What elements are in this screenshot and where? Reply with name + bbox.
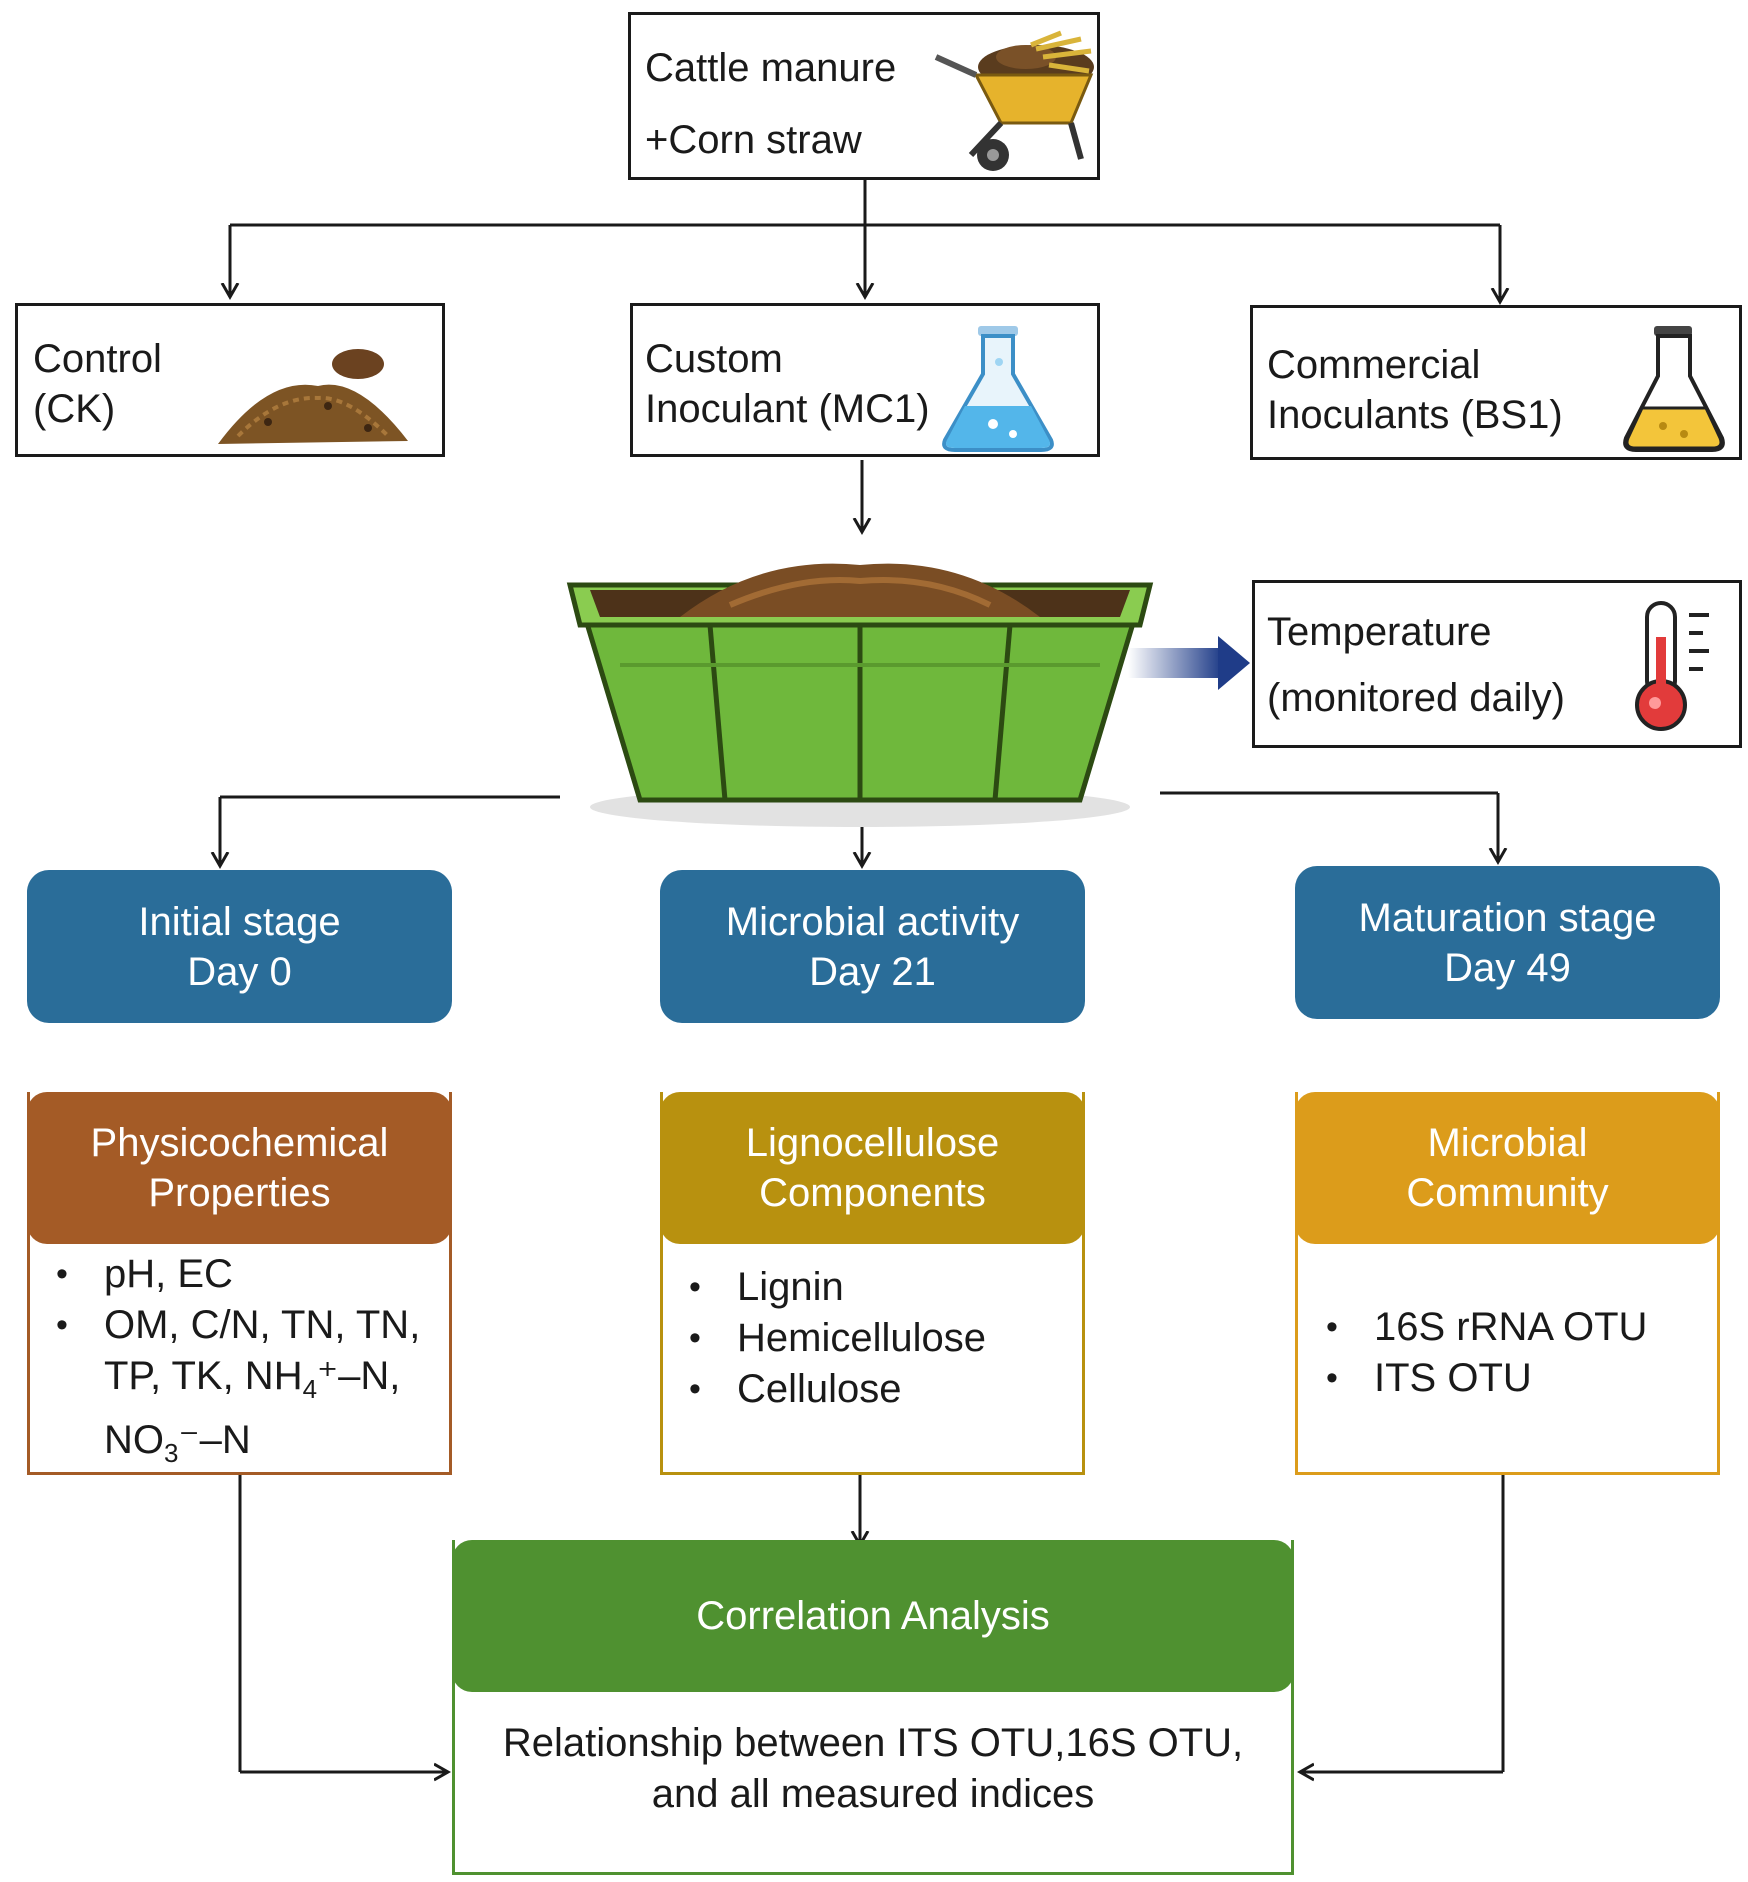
stage-microbial-activity: Microbial activity Day 21 bbox=[660, 870, 1085, 1023]
microbial-community-panel: Microbial Community 16S rRNA OTU ITS OTU bbox=[1295, 1092, 1720, 1475]
physicochemical-title-line1: Physicochemical bbox=[90, 1121, 389, 1165]
source-label-line2: +Corn straw bbox=[645, 118, 862, 162]
compost-bin-icon bbox=[566, 563, 1154, 827]
list-item: NO3⁻–N bbox=[104, 1418, 251, 1468]
temperature-label-line2: (monitored daily) bbox=[1267, 676, 1565, 720]
microbial-community-title-line1: Microbial bbox=[1427, 1121, 1588, 1165]
stage-microbial-activity-title: Microbial activity bbox=[725, 899, 1020, 944]
custom-inoculant-box: Custom Inoculant (MC1) bbox=[630, 303, 1100, 457]
list-item: ITS OTU bbox=[1312, 1353, 1712, 1404]
source-box: Cattle manure +Corn straw bbox=[628, 12, 1100, 180]
blue-flask-icon bbox=[942, 326, 1054, 452]
list-item: pH, EC bbox=[42, 1249, 442, 1300]
temperature-box: Temperature (monitored daily) bbox=[1252, 580, 1742, 748]
stage-maturation: Maturation stage Day 49 bbox=[1295, 866, 1720, 1019]
stage-initial-title: Initial stage bbox=[138, 899, 341, 944]
list-item: OM, C/N, TN, TN, bbox=[42, 1300, 442, 1351]
correlation-analysis-header: Correlation Analysis bbox=[452, 1540, 1294, 1692]
physicochemical-list: pH, EC OM, C/N, TN, TN, TP, TK, NH4⁺–N, … bbox=[42, 1249, 442, 1479]
correlation-analysis-title: Correlation Analysis bbox=[696, 1594, 1050, 1638]
commercial-inoculants-box: Commercial Inoculants (BS1) bbox=[1250, 305, 1742, 460]
custom-inoculant-label-line2: Inoculant (MC1) bbox=[645, 387, 930, 431]
yellow-flask-icon bbox=[1623, 326, 1725, 452]
stage-maturation-day: Day 49 bbox=[1444, 945, 1571, 990]
list-item: TP, TK, NH4⁺–N, bbox=[104, 1354, 401, 1404]
list-item: Hemicellulose bbox=[675, 1313, 1075, 1364]
stage-initial-day: Day 0 bbox=[187, 949, 292, 994]
microbial-community-header: Microbial Community bbox=[1295, 1092, 1720, 1244]
bin-to-temperature-arrow bbox=[1128, 636, 1250, 690]
correlation-analysis-line2: and all measured indices bbox=[651, 1772, 1095, 1816]
soil-pile-icon bbox=[218, 349, 408, 444]
physicochemical-title-line2: Properties bbox=[148, 1171, 331, 1215]
list-item: 16S rRNA OTU bbox=[1312, 1302, 1712, 1353]
list-item: Lignin bbox=[675, 1262, 1075, 1313]
control-label-line2: (CK) bbox=[33, 387, 116, 431]
physicochemical-header: Physicochemical Properties bbox=[27, 1092, 452, 1244]
correlation-analysis-line1: Relationship between ITS OTU,16S OTU, bbox=[502, 1721, 1244, 1765]
physicochemical-panel: Physicochemical Properties pH, EC OM, C/… bbox=[27, 1092, 452, 1475]
stage-initial: Initial stage Day 0 bbox=[27, 870, 452, 1023]
commercial-inoculants-label-line2: Inoculants (BS1) bbox=[1267, 393, 1563, 437]
stage-microbial-activity-day: Day 21 bbox=[809, 949, 936, 994]
microbial-community-list: 16S rRNA OTU ITS OTU bbox=[1312, 1302, 1712, 1404]
correlation-analysis-description: Relationship between ITS OTU,16S OTU, an… bbox=[455, 1718, 1291, 1820]
lignocellulose-panel: Lignocellulose Components Lignin Hemicel… bbox=[660, 1092, 1085, 1475]
lignocellulose-title-line2: Components bbox=[759, 1171, 986, 1215]
commercial-inoculants-label-line1: Commercial bbox=[1267, 343, 1481, 387]
control-box: Control (CK) bbox=[15, 303, 445, 457]
lignocellulose-title-line1: Lignocellulose bbox=[745, 1121, 1000, 1165]
microbial-community-title-line2: Community bbox=[1406, 1171, 1609, 1215]
list-item: Cellulose bbox=[675, 1364, 1075, 1415]
lignocellulose-list: Lignin Hemicellulose Cellulose bbox=[675, 1262, 1075, 1415]
correlation-analysis-panel: Correlation Analysis Relationship betwee… bbox=[452, 1540, 1294, 1875]
stage-maturation-title: Maturation stage bbox=[1358, 895, 1657, 940]
lignocellulose-header: Lignocellulose Components bbox=[660, 1092, 1085, 1244]
thermometer-icon bbox=[1635, 601, 1709, 731]
custom-inoculant-label-line1: Custom bbox=[645, 337, 783, 381]
wheelbarrow-icon bbox=[934, 30, 1094, 171]
control-label-line1: Control bbox=[33, 337, 162, 381]
source-label-line1: Cattle manure bbox=[645, 46, 897, 90]
temperature-label-line1: Temperature bbox=[1267, 610, 1492, 654]
